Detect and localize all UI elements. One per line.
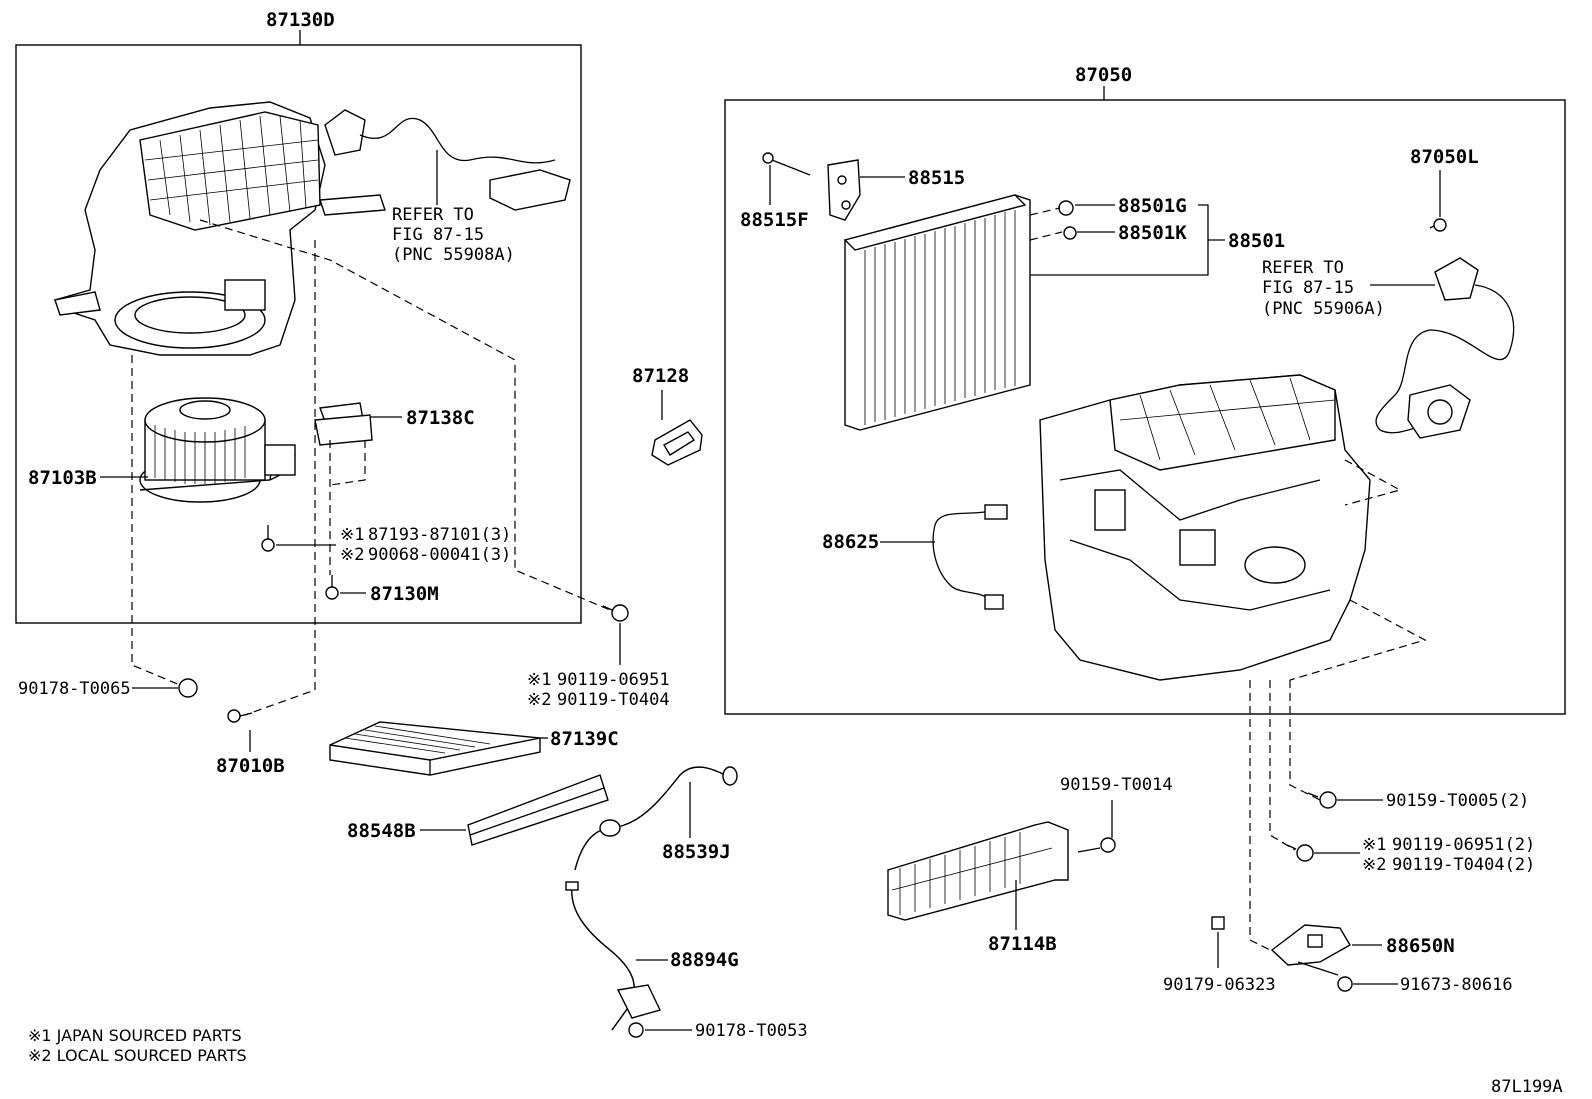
refer-left-line1: REFER TO [392,205,474,225]
air-filter-drawing [329,721,541,776]
blower-assy-frame [15,44,582,624]
footnote-japan-sourced: ※1 JAPAN SOURCED PARTS [28,1026,242,1045]
label-90119-T0404[interactable]: 90119-T0404 [557,690,670,710]
svg-text:※2: ※2 [340,545,364,565]
screw-90119-left-drawing [602,604,629,622]
label-88501K[interactable]: 88501K [1118,222,1187,244]
sensor-88625-drawing [932,504,1008,610]
label-87139C[interactable]: 87139C [550,728,619,750]
label-87010B[interactable]: 87010B [216,755,285,777]
svg-text:※2: ※2 [527,690,551,710]
screw-87010B-drawing [227,709,253,723]
screw-90159-T0005-drawing [1307,791,1337,809]
bracket-88650N-drawing [1270,924,1351,976]
label-90119-06951-2[interactable]: 90119-06951(2) [1392,835,1535,855]
label-90178-T0053[interactable]: 90178-T0053 [695,1021,808,1041]
label-87050[interactable]: 87050 [1075,64,1132,86]
drain-hose-88894G-drawing [565,881,661,1031]
bolt-88515F-drawing [762,152,811,176]
label-87114B[interactable]: 87114B [988,933,1057,955]
label-88625[interactable]: 88625 [822,531,879,553]
heater-unit-frame [724,99,1566,715]
screw-91673-drawing [1337,976,1353,992]
cover-88548B-drawing [467,774,609,846]
refer-right-line1: REFER TO [1262,258,1344,278]
evaporator-drawing [843,194,1031,431]
blower-assy-group: 87130D REFER TO [15,9,611,716]
clip-90179-drawing [1211,916,1225,930]
label-88650N[interactable]: 88650N [1386,935,1455,957]
label-91673-80616[interactable]: 91673-80616 [1400,975,1513,995]
label-88548B[interactable]: 88548B [347,820,416,842]
o-rings-drawing [1058,200,1077,240]
screw-90119-right-drawing [1286,844,1314,862]
label-88894G[interactable]: 88894G [670,949,739,971]
heater-case-drawing [1039,374,1371,681]
damper-motor-harness-left [324,109,571,211]
label-90068-00041[interactable]: 90068-00041(3) [368,545,511,565]
refer-left-line3: (PNC 55908A) [392,245,515,265]
expansion-valve-drawing [827,159,861,221]
label-87193-87101[interactable]: 87193-87101(3) [368,525,511,545]
figure-id: 87L199A [1491,1077,1563,1097]
label-90159-T0005[interactable]: 90159-T0005(2) [1386,791,1529,811]
screw-87130M-drawing [325,575,339,600]
gasket-87128-drawing [651,419,703,466]
label-90179-06323[interactable]: 90179-06323 [1163,975,1276,995]
label-87050L[interactable]: 87050L [1410,146,1479,168]
label-87103B[interactable]: 87103B [28,467,97,489]
damper-motor-harness-right [1375,257,1515,439]
svg-text:※1: ※1 [1362,835,1386,855]
footnote-local-sourced: ※2 LOCAL SOURCED PARTS [28,1046,247,1065]
label-90178-T0065[interactable]: 90178-T0065 [18,679,131,699]
label-88501G[interactable]: 88501G [1118,195,1187,217]
label-90119-T0404-2[interactable]: 90119-T0404(2) [1392,855,1535,875]
clip-90178-T0065 [178,678,198,698]
refer-right-line2[interactable]: FIG 87-15 [1262,278,1354,298]
label-87138C[interactable]: 87138C [406,407,475,429]
label-88501[interactable]: 88501 [1228,230,1285,252]
blower-motor-drawing [139,397,296,503]
label-87128[interactable]: 87128 [632,365,689,387]
svg-text:※1: ※1 [340,525,364,545]
refer-right-line3: (PNC 55906A) [1262,299,1385,319]
label-87130M[interactable]: 87130M [370,583,439,605]
resistor-drawing [314,402,373,446]
heater-core-drawing [887,821,1069,921]
label-88515[interactable]: 88515 [908,167,965,189]
clip-90178-T0053 [628,1022,644,1038]
label-88539J[interactable]: 88539J [662,841,731,863]
screw-87193-drawing [261,525,275,552]
screw-90159-T0014-drawing [1077,837,1116,853]
label-87130D[interactable]: 87130D [266,9,335,31]
blower-case-drawing [53,101,386,356]
refer-left-line2[interactable]: FIG 87-15 [392,225,484,245]
screw-87050L-drawing [1429,218,1447,232]
svg-text:※1: ※1 [527,670,551,690]
hose-88539J-drawing [574,766,738,871]
label-90159-T0014[interactable]: 90159-T0014 [1060,775,1173,795]
svg-text:※2: ※2 [1362,855,1386,875]
label-90119-06951[interactable]: 90119-06951 [557,670,670,690]
label-88515F[interactable]: 88515F [740,209,809,231]
heater-unit-group: 87050 88515F 88515 [724,64,1566,715]
